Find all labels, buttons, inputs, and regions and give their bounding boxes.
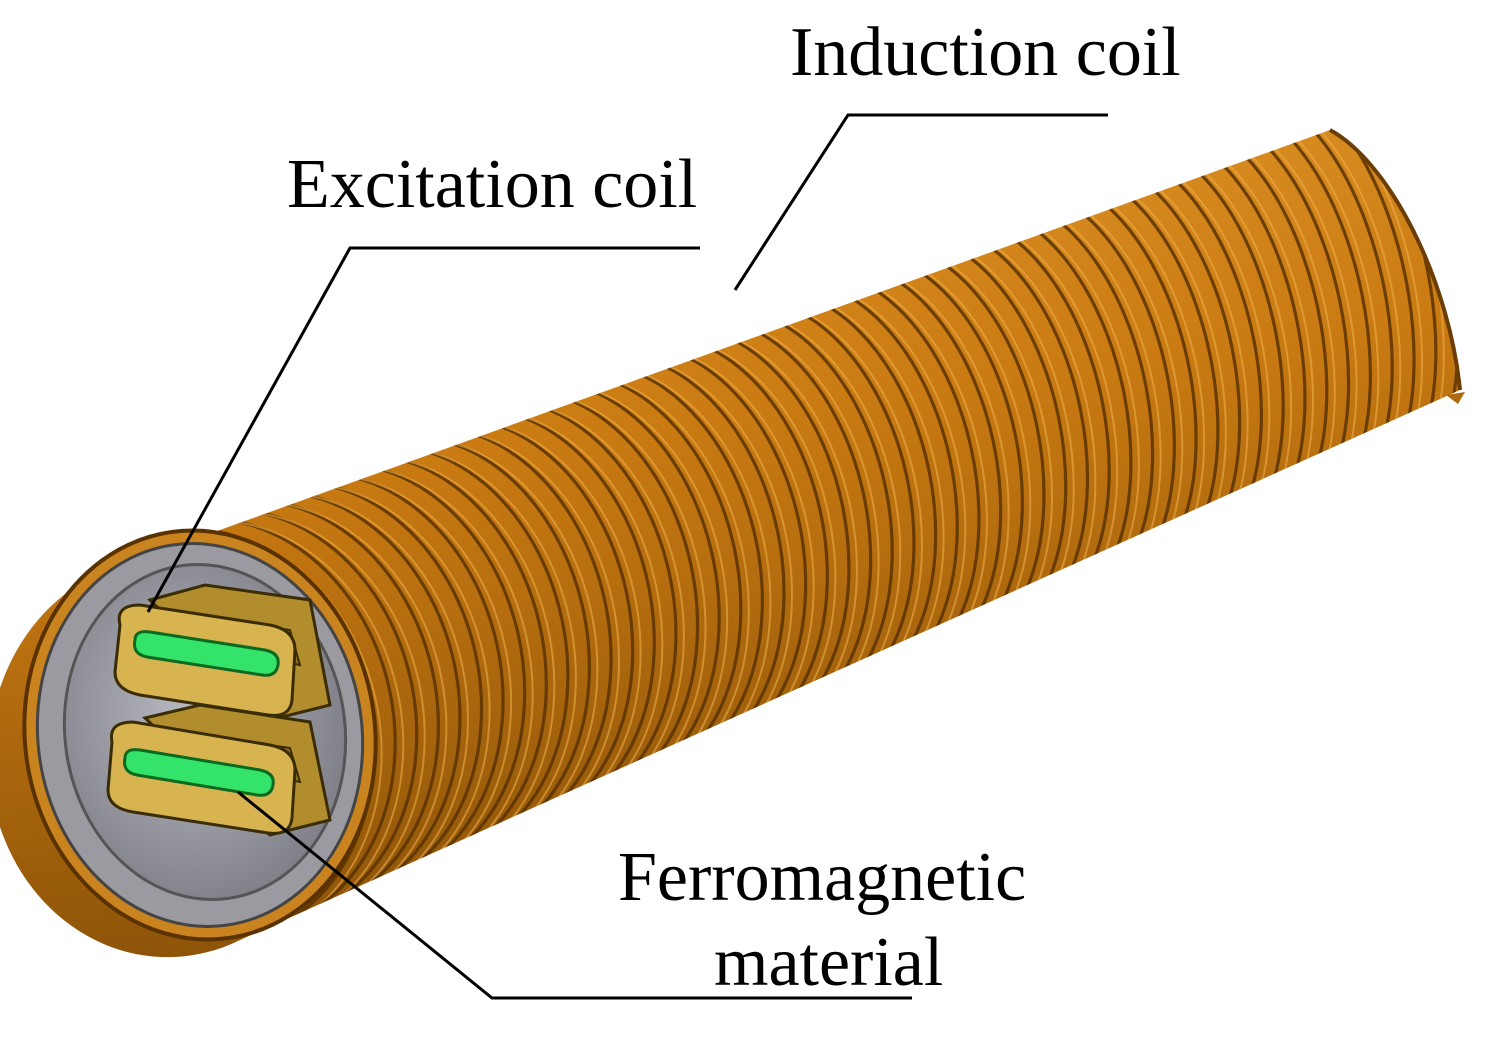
- coil-turn-highlight: [173, 519, 405, 929]
- label-ferromagnetic-line2: material: [714, 924, 944, 1001]
- excitation-coil-upper: [113, 583, 332, 722]
- coil-turn-highlight: [268, 483, 491, 893]
- coil-turn-highlight: [220, 501, 448, 911]
- label-ferromagnetic-line1: Ferromagnetic: [618, 839, 1027, 916]
- coil-turn-highlight: [244, 492, 469, 902]
- coil-turn-highlight: [291, 474, 513, 884]
- label-induction-coil: Induction coil: [790, 14, 1181, 91]
- ferromagnetic-core-upper: [133, 630, 280, 677]
- leader-line-ferromagnetic: [237, 790, 912, 1000]
- label-excitation-coil: Excitation coil: [287, 146, 698, 223]
- excitation-coil-lower: [106, 703, 332, 837]
- coil-turn-highlight: [197, 510, 426, 920]
- leader-lines: [146, 113, 1108, 1000]
- leader-line-excitation: [146, 246, 700, 613]
- leader-line-induction: [733, 113, 1108, 291]
- ferromagnetic-core-lower: [123, 748, 275, 797]
